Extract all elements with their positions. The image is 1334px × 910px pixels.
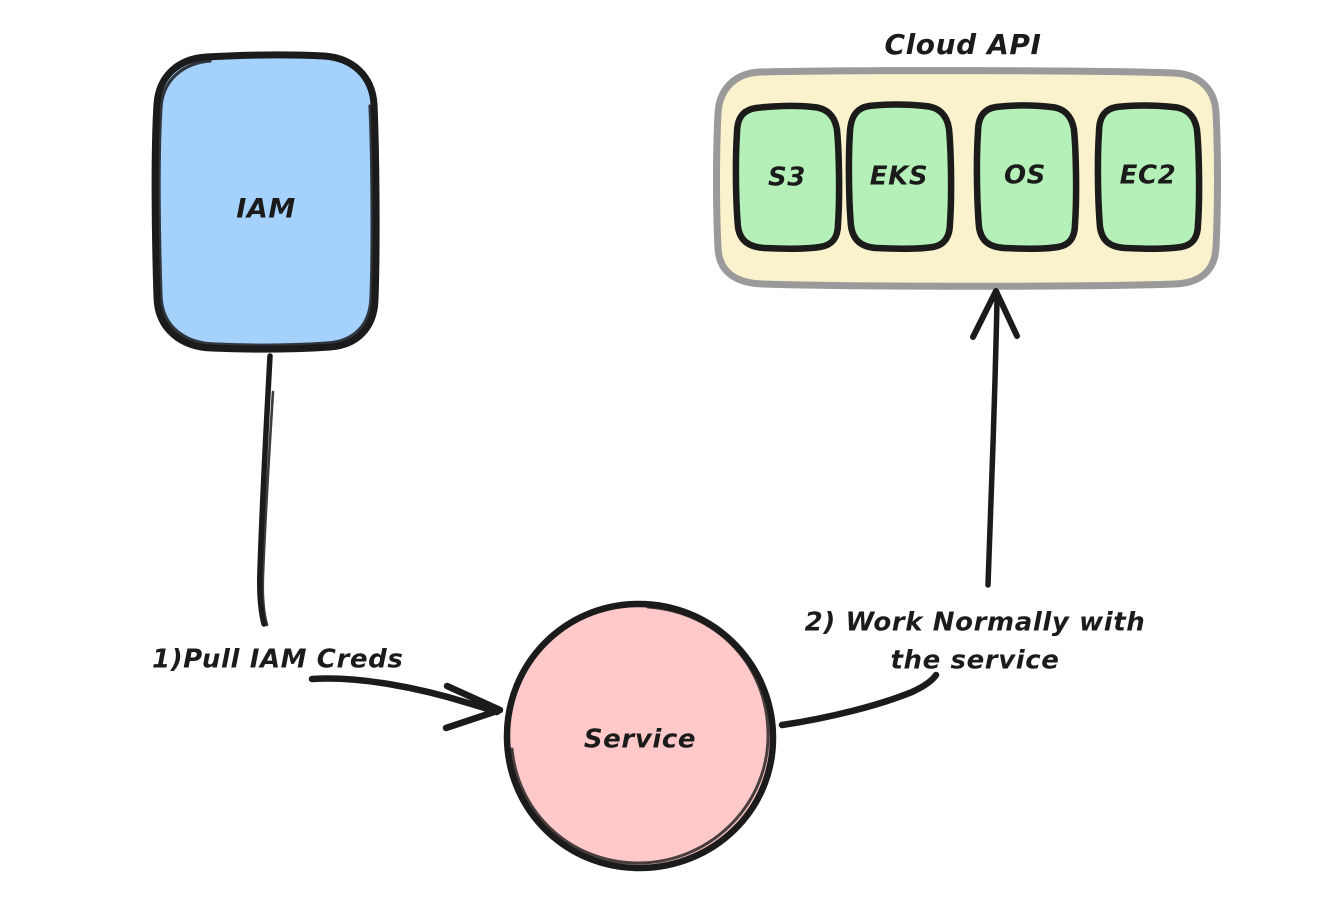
edge-iam-to-service-label: 1)Pull IAM Creds [152,645,403,675]
cloud-api-container-outline [713,67,1221,290]
chip-s3-outline [732,102,843,252]
chip-s3-label: S3 [768,163,806,193]
chip-os-fill [976,105,1077,249]
edge-service-to-cloud-api-curve [778,671,940,729]
edge-iam-to-service-curve [308,675,501,716]
edge-service-to-cloud-api[interactable]: 2) Work Normally with the service [778,288,1146,729]
edge-iam-to-service-arrowhead [442,682,504,732]
node-iam[interactable]: IAM [151,51,380,353]
chip-s3-fill [735,105,840,249]
chip-ec2[interactable]: EC2 [1094,102,1203,252]
chip-eks-fill [848,104,952,249]
service-circle-outline-second-pass [510,605,770,865]
iam-box-outline [151,51,380,353]
chip-ec2-fill [1097,105,1200,249]
cloud-api-container-fill [716,70,1218,287]
edge-service-vertical-shaft [985,291,1000,588]
chip-os-outline [973,102,1080,252]
service-circle-outline [503,600,777,872]
service-circle-fill [506,604,774,869]
group-cloud-api[interactable]: Cloud API S3 EKS OS [713,28,1221,290]
edge-service-to-cloud-api-label-line1: 2) Work Normally with [805,608,1146,638]
chip-eks-label: EKS [870,162,928,192]
node-service[interactable]: Service [503,600,777,872]
chip-os[interactable]: OS [973,102,1080,252]
edge-service-to-cloud-api-arrowhead [970,288,1020,340]
service-label: Service [584,725,696,755]
edge-iam-to-service[interactable]: 1)Pull IAM Creds [152,353,504,732]
chip-ec2-label: EC2 [1120,161,1177,191]
cloud-api-title: Cloud API [884,28,1041,61]
edge-iam-dropline-second-pass [261,390,275,627]
iam-label: IAM [236,194,296,225]
chip-eks[interactable]: EKS [845,101,955,252]
chip-eks-outline [845,101,955,252]
iam-box-fill [155,54,377,350]
chip-ec2-outline [1094,102,1203,252]
edge-iam-dropline [257,353,273,627]
iam-box-outline-second-pass [157,59,374,347]
edge-service-to-cloud-api-label-line2: the service [890,646,1059,676]
chip-os-label: OS [1004,161,1046,191]
chip-s3[interactable]: S3 [732,102,843,252]
